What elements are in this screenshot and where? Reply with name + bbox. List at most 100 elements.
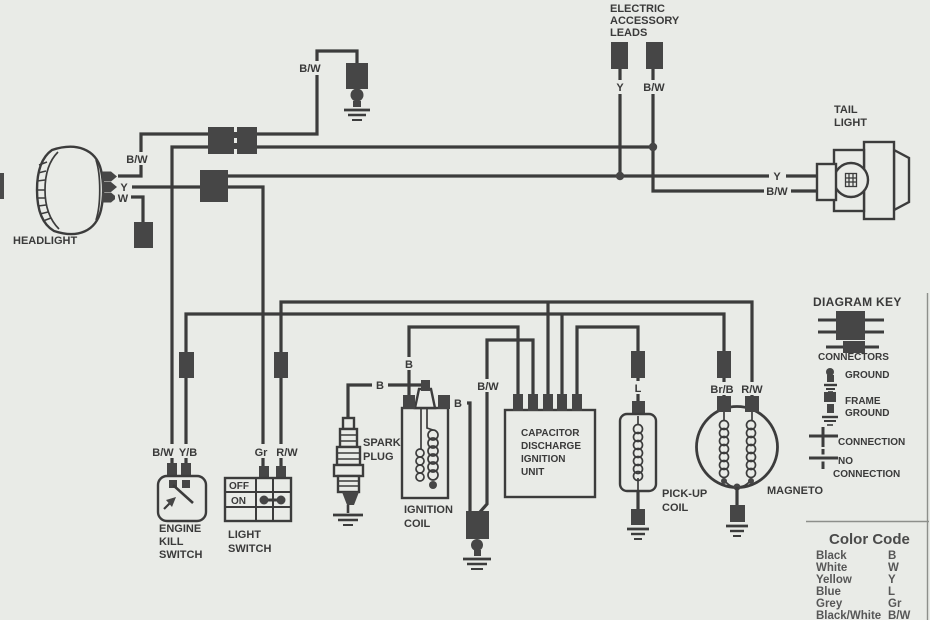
bulb-filament — [844, 172, 858, 188]
key-no-connection-label: CONNECTION — [833, 469, 900, 480]
connection-dot — [648, 142, 658, 152]
cdi-pin — [528, 394, 538, 411]
color-name: Black — [816, 550, 847, 562]
wire-light-gr — [227, 185, 265, 466]
key-frame-ground-label: FRAME — [845, 396, 881, 407]
ground-connector — [346, 63, 368, 89]
cdi-pin — [543, 394, 553, 411]
cdi-label: CAPACITOR — [521, 428, 580, 439]
color-abbr: L — [888, 586, 895, 598]
cdi-body — [503, 408, 597, 499]
magneto-label: MAGNETO — [767, 485, 823, 497]
switch-terminal — [181, 463, 191, 477]
wire-label-b: B — [405, 359, 413, 371]
coil-terminal — [403, 395, 415, 409]
key-no-connection-label: NO — [838, 456, 853, 467]
color-abbr: Y — [888, 574, 896, 586]
connectors-symbol — [818, 311, 884, 353]
wire-label-w: W — [118, 193, 129, 205]
wire-label-bw: B/W — [477, 381, 499, 393]
ignition-coil-label: IGNITION — [404, 504, 453, 516]
spark-plug: B SPARK PLUG — [332, 378, 401, 526]
frame-ground-symbol — [822, 392, 838, 426]
tail-light-label: TAIL — [834, 104, 858, 116]
spark-plug-label: SPARK — [363, 437, 401, 449]
coil-winding — [415, 429, 439, 482]
wire-cdi-pin2-bw — [478, 338, 535, 514]
coil-tower-terminal — [421, 380, 430, 391]
headlight-label: HEADLIGHT — [13, 235, 77, 247]
magneto-body — [695, 405, 779, 489]
bullet-connector — [350, 88, 364, 102]
splice-connector — [200, 170, 228, 202]
ignition-coil: B B IGNITION COIL — [400, 357, 467, 530]
wire-label-y: Y — [773, 171, 781, 183]
color-name: White — [816, 562, 847, 574]
pair-connector — [237, 127, 257, 154]
switch-contact — [276, 495, 286, 505]
headlight-terminal — [102, 192, 117, 203]
pickup-coil: L PICK-UP COIL — [618, 381, 707, 540]
wire-label-brb: Br/B — [710, 384, 733, 396]
wire-label-gr: Gr — [255, 447, 269, 459]
wire-rw — [279, 300, 754, 466]
color-abbr: Gr — [888, 598, 902, 610]
coil-tower — [413, 387, 437, 410]
wiring-harness — [118, 49, 818, 514]
ground-icon — [726, 524, 748, 537]
ground-icon — [333, 513, 363, 526]
ground-icon — [463, 557, 491, 570]
color-name: Yellow — [816, 574, 852, 586]
cdi-unit: CAPACITOR DISCHARGE IGNITION UNIT — [503, 394, 597, 499]
tail-light: Y B/W TAIL LIGHT — [764, 104, 911, 221]
cdi-label: DISCHARGE — [521, 441, 581, 452]
wire-label-bw: B/W — [766, 186, 788, 198]
connector-block — [179, 352, 194, 378]
top-ground: B/W — [299, 61, 370, 121]
wire-top-ground-bw — [255, 49, 359, 136]
bullet-connector — [471, 539, 483, 551]
switch-lever — [172, 484, 194, 504]
cdi-label: UNIT — [521, 467, 544, 478]
light-switch-label: LIGHT — [228, 529, 261, 541]
coil-winding — [718, 419, 757, 479]
wire-label-yb: Y/B — [179, 447, 197, 459]
pickup-coil-label: COIL — [662, 502, 689, 514]
accessory-label: ELECTRIC — [610, 3, 665, 15]
kill-switch-label: KILL — [159, 536, 184, 548]
kill-switch-label: ENGINE — [159, 523, 201, 535]
wire-label-rw: R/W — [276, 447, 298, 459]
frame-ground-block — [730, 505, 745, 522]
key-connectors-label: CONNECTORS — [818, 352, 889, 363]
switch-position-on: ON — [231, 496, 246, 507]
key-frame-ground-label: GROUND — [845, 408, 889, 419]
pair-connector — [208, 127, 234, 154]
wire-label-bw: B/W — [643, 82, 665, 94]
light-switch: OFF ON Gr R/W LIGHT SWITCH — [223, 444, 301, 555]
color-code: Color Code Black B White W Yellow Y Blue… — [816, 531, 911, 620]
ground-icon — [627, 527, 649, 540]
accessory-connector — [611, 42, 628, 69]
switch-terminal — [167, 463, 177, 477]
tail-light-housing — [892, 148, 911, 212]
headlight-terminal — [102, 182, 117, 192]
wire-label-b: B — [454, 398, 462, 410]
connector-block — [631, 351, 645, 378]
wire-accessory-bw — [651, 65, 818, 193]
key-title: DIAGRAM KEY — [813, 295, 902, 309]
color-abbr: B — [888, 550, 896, 562]
color-name: Blue — [816, 586, 841, 598]
cdi-ground: B/W — [463, 379, 501, 570]
connection-symbol — [809, 427, 838, 447]
wire-label-rw: R/W — [741, 384, 763, 396]
dead-end-connector — [134, 222, 153, 248]
cdi-pin — [557, 394, 567, 411]
tail-light-bulb — [832, 161, 870, 199]
no-connection-symbol — [809, 449, 838, 469]
pickup-coil-label: PICK-UP — [662, 488, 707, 500]
wire-label-bw: B/W — [126, 154, 148, 166]
magneto-terminal — [717, 396, 731, 412]
light-switch-label: SWITCH — [228, 543, 271, 555]
